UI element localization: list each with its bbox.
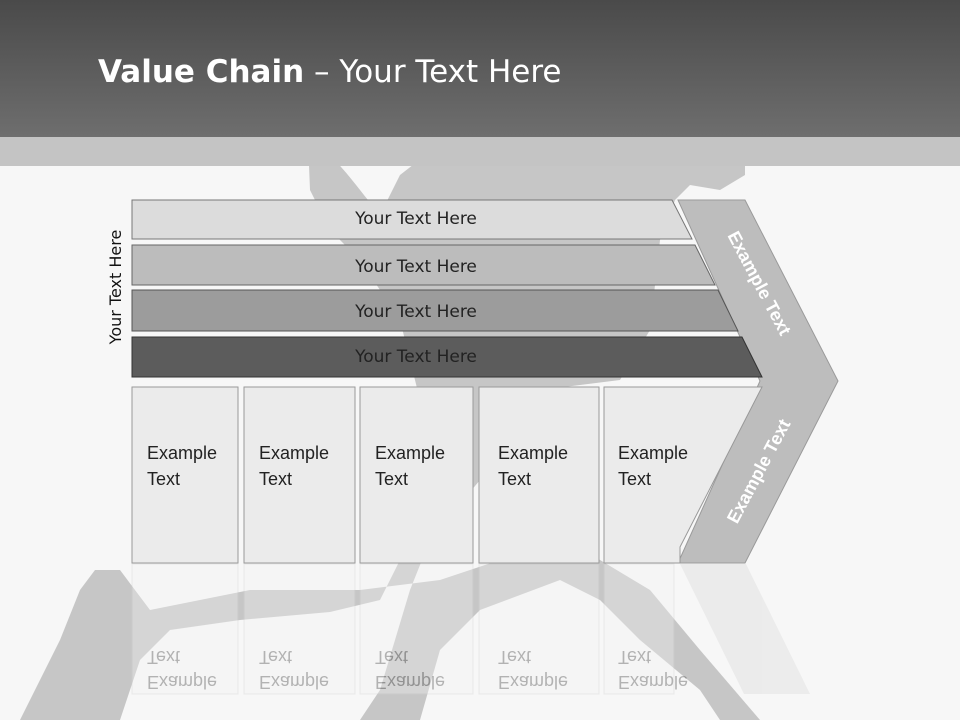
reflection-text-3b: Text [375, 647, 408, 667]
reflection-text-5a: Example [618, 672, 688, 692]
reflection-text-4b: Text [498, 647, 531, 667]
column-5 [603, 386, 763, 564]
column-5-line1: Example [618, 443, 688, 463]
column-3-line1: Example [375, 443, 445, 463]
reflection-group: Example Text Example Text Example Text E… [131, 563, 810, 695]
column-3-line2: Text [375, 469, 408, 489]
reflection-text-3a: Example [375, 672, 445, 692]
reflection-text-4a: Example [498, 672, 568, 692]
column-2-line1: Example [259, 443, 329, 463]
band-2 [131, 244, 716, 286]
column-1-line2: Text [147, 469, 180, 489]
chevron-arrow [677, 199, 839, 564]
reflection-chevron [680, 564, 810, 694]
band-1-label: Your Text Here [354, 209, 477, 229]
header-stripe [0, 137, 960, 166]
column-4-line2: Text [498, 469, 531, 489]
reflection-column-1 [131, 563, 239, 695]
reflection-text-5b: Text [618, 647, 651, 667]
column-2 [243, 386, 356, 564]
band-1 [131, 199, 693, 240]
reflection-text-2a: Example [259, 672, 329, 692]
column-4-line1: Example [498, 443, 568, 463]
column-4 [478, 386, 600, 564]
header-bar [0, 0, 960, 137]
band-4 [131, 336, 763, 378]
column-5-line2: Text [618, 469, 651, 489]
reflection-text-1a: Example [147, 672, 217, 692]
title-bold: Value Chain [98, 54, 305, 90]
band-3-label: Your Text Here [354, 302, 477, 322]
title-rest: – Your Text Here [304, 54, 562, 90]
reflection-column-2 [243, 563, 356, 695]
reflection-column-4 [478, 563, 600, 695]
band-2-label: Your Text Here [354, 257, 477, 277]
column-1 [131, 386, 239, 564]
side-label: Your Text Here [106, 230, 125, 346]
column-3 [359, 386, 474, 564]
page-title: Value Chain – Your Text Here [98, 54, 561, 90]
band-4-label: Your Text Here [354, 347, 477, 367]
reflection-text-1b: Text [147, 647, 180, 667]
column-2-line2: Text [259, 469, 292, 489]
reflection-column-5 [603, 563, 675, 695]
band-3 [131, 289, 739, 332]
column-1-line1: Example [147, 443, 217, 463]
reflection-column-3 [359, 563, 474, 695]
reflection-text-2b: Text [259, 647, 292, 667]
